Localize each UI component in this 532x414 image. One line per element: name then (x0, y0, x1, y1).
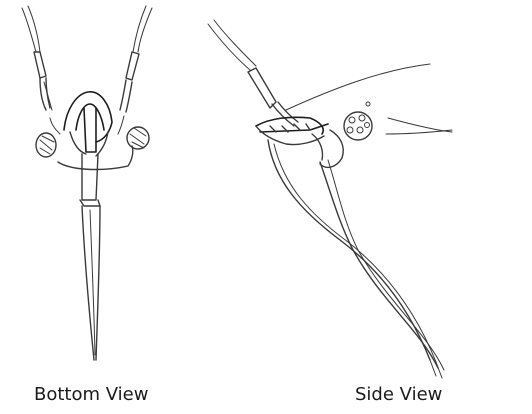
side-legs (268, 140, 444, 378)
bottom-view-caption: Bottom View (34, 383, 148, 407)
side-eye (344, 102, 372, 140)
side-view-caption: Side View (355, 383, 442, 407)
side-view-panel (190, 0, 532, 414)
right-eye (118, 116, 149, 149)
side-head (256, 117, 343, 167)
right-antenna (120, 6, 152, 112)
left-eye (36, 118, 60, 157)
side-antenna (208, 20, 298, 126)
left-antenna (22, 6, 52, 110)
proboscis (80, 154, 100, 360)
side-view-drawing (190, 0, 532, 414)
